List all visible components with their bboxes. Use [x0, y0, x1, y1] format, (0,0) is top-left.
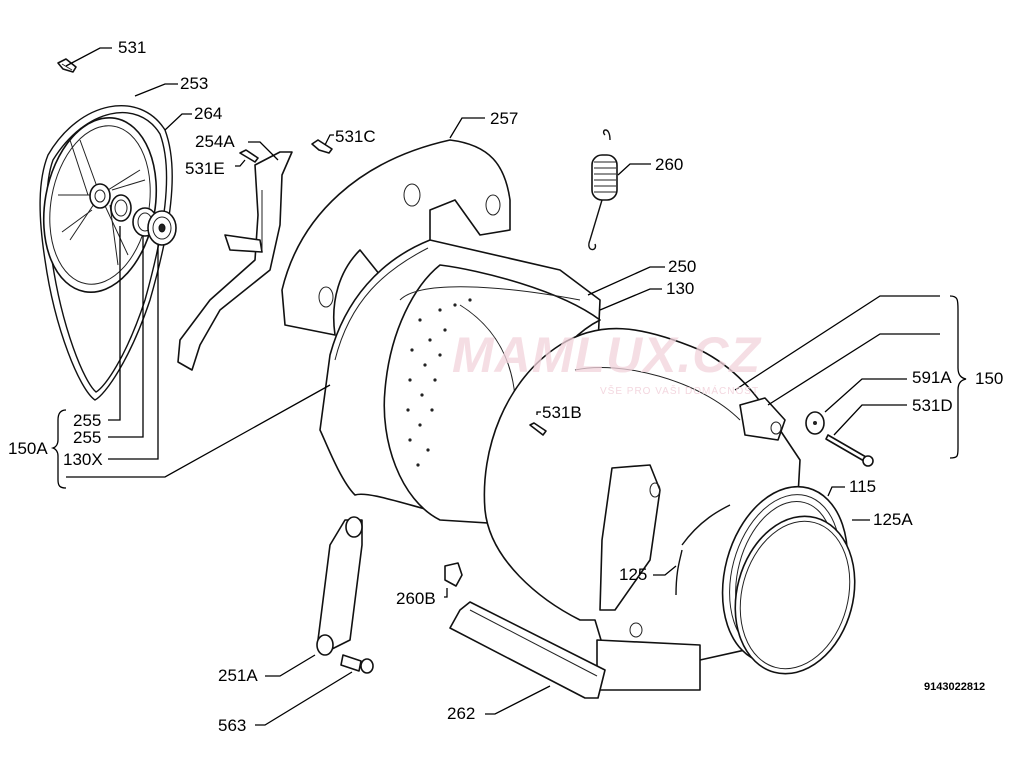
- bolt-531D[interactable]: [825, 434, 874, 467]
- clip-260B[interactable]: [444, 562, 463, 587]
- label-130: 130: [666, 279, 695, 298]
- bearing-255a[interactable]: [110, 194, 132, 222]
- label-125: 125: [619, 565, 648, 584]
- label-591A: 591A: [912, 368, 952, 387]
- label-251A: 251A: [218, 666, 258, 685]
- label-254A: 254A: [195, 132, 235, 151]
- support-arm-254A[interactable]: [177, 151, 293, 371]
- label-250: 250: [668, 257, 697, 276]
- front-tub-150[interactable]: [483, 327, 801, 691]
- label-531E: 531E: [185, 159, 225, 178]
- label-262: 262: [447, 704, 476, 723]
- label-531B: 531B: [542, 403, 582, 422]
- shock-absorber-251A[interactable]: [316, 516, 363, 656]
- gasket-125A[interactable]: [718, 503, 871, 688]
- label-531C: 531C: [335, 127, 376, 146]
- spring-260[interactable]: [588, 129, 618, 251]
- label-260B: 260B: [396, 589, 436, 608]
- label-253: 253: [180, 74, 209, 93]
- label-563: 563: [218, 716, 247, 735]
- label-255-a: 255: [73, 411, 102, 430]
- seal-130X[interactable]: [147, 210, 177, 246]
- drawing-number: 9143022812: [924, 681, 986, 693]
- label-150A: 150A: [8, 439, 48, 458]
- label-531: 531: [118, 38, 147, 57]
- label-130X: 130X: [63, 450, 103, 469]
- label-125A: 125A: [873, 510, 913, 529]
- label-531D: 531D: [912, 396, 953, 415]
- label-150: 150: [975, 369, 1004, 388]
- label-255-b: 255: [73, 428, 102, 447]
- label-257: 257: [490, 109, 519, 128]
- ring-125[interactable]: [675, 504, 731, 596]
- leader-lines: [50, 47, 967, 726]
- baffle-262[interactable]: [449, 601, 606, 699]
- label-260: 260: [655, 155, 684, 174]
- label-115: 115: [849, 477, 877, 496]
- label-264: 264: [194, 104, 223, 123]
- screw-531C[interactable]: [311, 139, 333, 154]
- screw-531E[interactable]: [239, 149, 259, 163]
- pulley-264[interactable]: [31, 109, 170, 301]
- screw-531B[interactable]: [529, 422, 547, 436]
- counterweight-257[interactable]: [281, 139, 511, 336]
- washer-591A[interactable]: [805, 411, 825, 435]
- bolt-563[interactable]: [340, 654, 374, 674]
